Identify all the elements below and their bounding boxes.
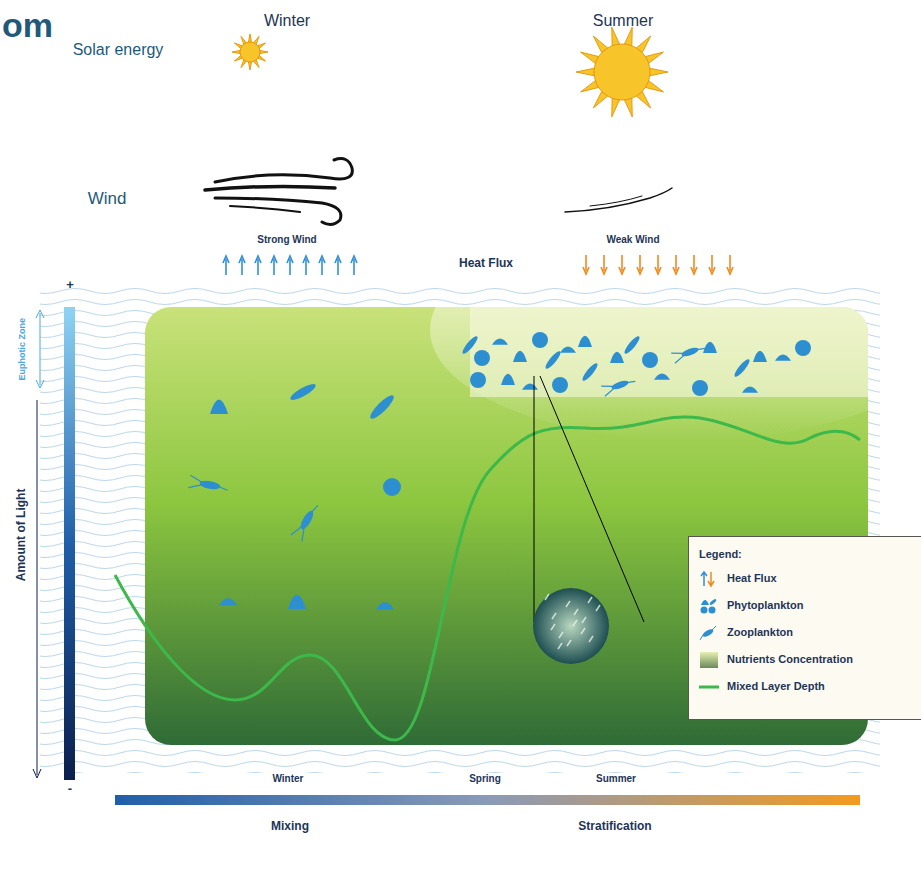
axis-sign: + — [66, 278, 74, 293]
legend-sample — [699, 570, 719, 588]
legend-text: Nutrients Concentration — [727, 653, 853, 665]
heat-flux-label: Heat Flux — [459, 257, 513, 271]
page-title: om — [2, 6, 53, 45]
legend-text: Mixed Layer Depth — [727, 680, 825, 692]
row-label: Wind — [88, 189, 127, 209]
legend-sample — [699, 678, 719, 696]
axis-sign: - — [68, 782, 72, 797]
axis-label: Euphotic Zone — [17, 318, 27, 381]
axis-label: Amount of Light — [15, 489, 29, 582]
legend-heading: Legend: — [699, 548, 742, 561]
season-tick: Spring — [469, 773, 501, 785]
season-heading: Summer — [593, 12, 653, 30]
phase-label: Mixing — [271, 820, 309, 834]
legend-text: Heat Flux — [727, 572, 777, 584]
legend-box — [688, 536, 921, 720]
legend-text: Phytoplankton — [727, 599, 803, 611]
phase-label: Stratification — [578, 820, 651, 834]
season-tick: Winter — [272, 773, 303, 785]
legend-sample — [699, 651, 719, 669]
wind-caption: Strong Wind — [257, 234, 316, 246]
season-heading: Winter — [264, 12, 310, 30]
season-tick: Summer — [596, 773, 636, 785]
legend-sample — [699, 624, 719, 642]
legend-text: Zooplankton — [727, 626, 793, 638]
row-label: Solar energy — [73, 41, 164, 59]
legend-sample — [699, 597, 719, 615]
wind-caption: Weak Wind — [606, 234, 659, 246]
